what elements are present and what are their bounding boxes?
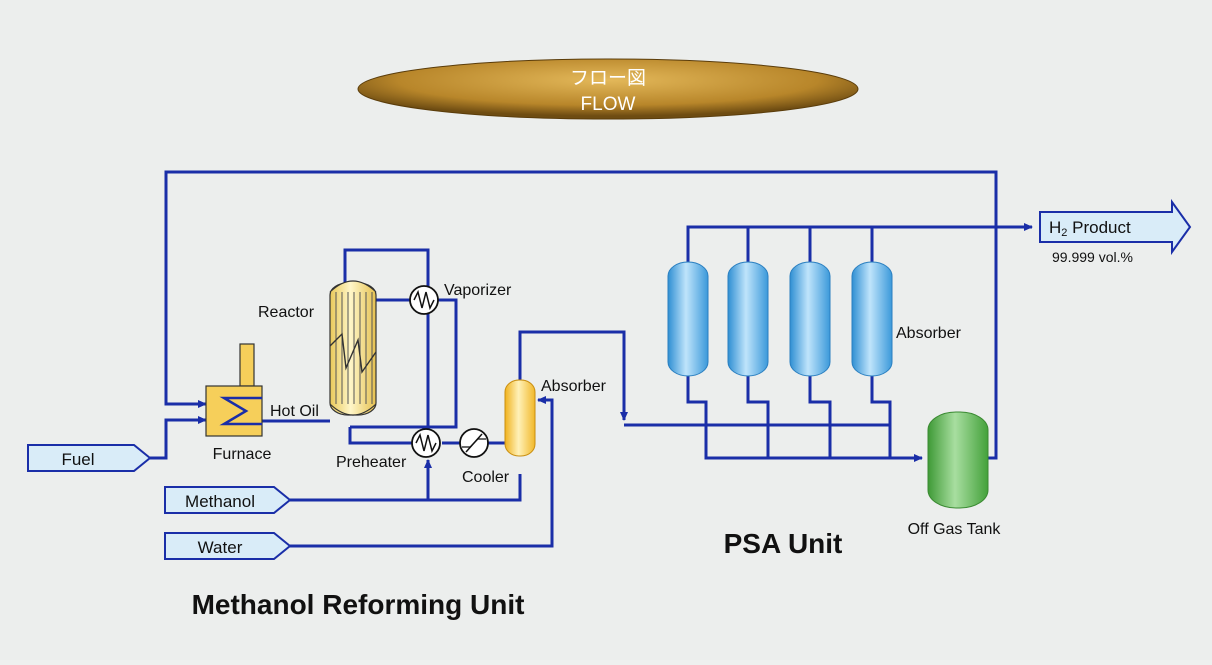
banner-title-jp: フロー図: [570, 68, 646, 89]
psa-column-2: [727, 261, 769, 377]
h2-purity-label: 99.999 vol.%: [1052, 249, 1133, 265]
pipe-offgas-recycle: [164, 170, 998, 460]
fuel-label: Fuel: [61, 450, 94, 469]
psa-columns: Absorber: [667, 261, 962, 377]
furnace-coil-icon: [219, 396, 262, 426]
pipe-col2-bottom: [746, 376, 770, 458]
absorber-psa-label: Absorber: [896, 325, 962, 342]
vaporizer-label: Vaporizer: [444, 282, 512, 299]
pipe-absorber-psa: [518, 330, 628, 421]
reactor-label: Reactor: [258, 304, 315, 321]
pipe-fuel: [150, 416, 207, 460]
h2-product-arrow: H2 Product 99.999 vol.%: [1039, 198, 1192, 265]
furnace-label: Furnace: [213, 446, 272, 463]
pipe-reactor-preheater: [348, 427, 412, 445]
pipe-col4-bottom: [870, 376, 892, 458]
fuel-input-arrow: Fuel: [27, 444, 152, 472]
hot-oil-label: Hot Oil: [270, 403, 319, 420]
psa-column-4: [851, 261, 893, 377]
flow-banner: フロー図 FLOW: [357, 58, 859, 120]
off-gas-tank: Off Gas Tank: [908, 411, 1002, 538]
reforming-unit-title: Methanol Reforming Unit: [192, 589, 525, 620]
off-gas-tank-label: Off Gas Tank: [908, 521, 1002, 538]
pipe-methanol-absorber: [428, 474, 522, 502]
pipe-vaporizer-return: [350, 298, 458, 429]
absorber-small-label: Absorber: [541, 378, 607, 395]
preheater-label: Preheater: [336, 454, 407, 471]
water-label: Water: [198, 538, 243, 557]
cooler: Cooler: [459, 428, 510, 486]
pipe-col1-bottom: [686, 376, 708, 432]
furnace-stack: [239, 343, 255, 387]
pipe-product-header: [686, 223, 1033, 266]
pipe-water: [290, 396, 554, 548]
pipe-col3-bottom: [808, 376, 832, 458]
water-input-arrow: Water: [164, 532, 292, 560]
methanol-label: Methanol: [185, 492, 255, 511]
banner-title-en: FLOW: [581, 94, 636, 115]
cooler-label: Cooler: [462, 469, 510, 486]
reactor: Reactor: [258, 280, 377, 416]
furnace-body: [205, 385, 263, 437]
pipe-psa-header-2: [704, 432, 923, 462]
preheater: Preheater: [336, 428, 441, 471]
psa-column-3: [789, 261, 831, 377]
psa-unit-title: PSA Unit: [724, 528, 843, 559]
furnace: Furnace: [205, 343, 272, 463]
pipes: [150, 170, 1033, 548]
reactor-baffles: [329, 332, 377, 374]
h2-product-label: H2 Product: [1049, 218, 1131, 239]
methanol-input-arrow: Methanol: [164, 486, 292, 514]
psa-column-1: [667, 261, 709, 377]
absorber-small: Absorber: [504, 378, 607, 457]
vaporizer: Vaporizer: [409, 282, 512, 315]
